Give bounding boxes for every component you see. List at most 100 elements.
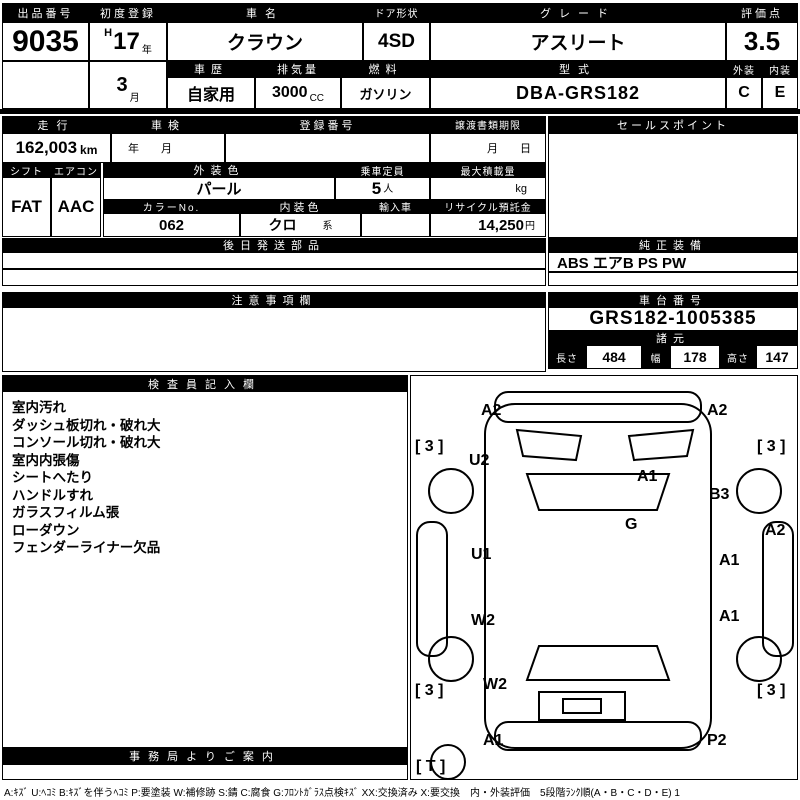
damage-marker: A2 xyxy=(481,402,502,419)
sales-point-box xyxy=(548,133,798,238)
damage-marker: B3 xyxy=(709,486,730,503)
recycle-deposit-unit: 円 xyxy=(525,221,535,232)
damage-marker: P2 xyxy=(707,732,727,749)
sales-point-label: セールスポイント xyxy=(548,116,798,133)
spec-width-label: 幅 xyxy=(642,345,670,369)
history-label: 車歴 xyxy=(167,61,255,77)
exterior-color: パール xyxy=(103,177,335,200)
rear-bumper xyxy=(494,721,702,751)
color-no: 062 xyxy=(103,213,240,237)
mileage-value-cell: 162,003 km xyxy=(2,133,111,163)
damage-marker: [ 3 ] xyxy=(415,682,444,699)
damage-marker: U2 xyxy=(469,452,490,469)
later-parts-row-1 xyxy=(2,252,546,269)
capacity-value: 5 xyxy=(371,178,382,198)
wheel-front-left xyxy=(428,468,474,514)
auction-no: 9035 xyxy=(2,22,89,61)
spec-height: 147 xyxy=(756,345,798,369)
hood-vent-right xyxy=(627,428,695,462)
aircon-label: エアコン xyxy=(51,163,101,177)
right-side-panel xyxy=(762,521,794,657)
door-shape: 4SD xyxy=(363,22,430,61)
damage-marker: [ 3 ] xyxy=(757,682,786,699)
inspection-item: フェンダーライナー欠品 xyxy=(12,540,161,555)
aircon-value: AAC xyxy=(51,177,101,237)
payload-label: 最大積載量 xyxy=(430,163,546,177)
score: 3.5 xyxy=(726,22,798,61)
damage-legend: A:ｷｽﾞ U:ﾍｺﾐ B:ｷｽﾞを伴うﾍｺﾐ P:要塗装 W:補修跡 S:錆 … xyxy=(4,788,680,799)
color-no-label: カラーNo. xyxy=(103,200,240,213)
auction-no-label: 出品番号 xyxy=(2,3,89,22)
capacity-label: 乗車定員 xyxy=(335,163,430,177)
damage-marker: A1 xyxy=(719,552,740,569)
payload-cell: kg xyxy=(430,177,546,200)
first-reg-year-unit: 年 xyxy=(141,45,152,56)
rear-window xyxy=(525,645,671,681)
interior-grade-label: 内装 xyxy=(762,61,798,77)
oem-equipment: ABS エアB PS PW xyxy=(548,252,798,272)
fuel-label: 燃料 xyxy=(341,61,430,77)
grade: アスリート xyxy=(430,22,726,61)
damage-marker: [ 3 ] xyxy=(757,438,786,455)
trunk-plate-area xyxy=(538,691,626,721)
displacement-unit: CC xyxy=(309,93,325,104)
first-reg-year-cell: H 17 年 xyxy=(89,22,167,61)
inspection-item: シートへたり xyxy=(12,470,93,485)
later-parts-row-2 xyxy=(2,269,546,286)
first-reg-year: 17 xyxy=(113,27,140,55)
wheel-rear-right xyxy=(736,636,782,682)
car-name: クラウン xyxy=(167,22,363,61)
shift-value: FAT xyxy=(2,177,51,237)
interior-grade: E xyxy=(762,77,798,109)
spec-width: 178 xyxy=(670,345,720,369)
inspection-list: 室内汚れダッシュ板切れ・破れ大コンソール切れ・破れ大室内内張傷シートへたりハンド… xyxy=(12,399,396,557)
interior-color: クロ xyxy=(268,217,297,233)
damage-marker: W2 xyxy=(471,612,495,629)
damage-marker: G xyxy=(625,516,638,533)
shift-label: シフト xyxy=(2,163,51,177)
wheel-front-right xyxy=(736,468,782,514)
inspection-item: 室内内張傷 xyxy=(12,452,80,468)
inspection-item: 室内汚れ xyxy=(12,400,66,415)
first-reg-month-unit: 月 xyxy=(129,93,140,104)
car-name-label: 車名 xyxy=(167,3,363,22)
registration-no-label: 登録番号 xyxy=(225,116,430,133)
displacement-cell: 3000 CC xyxy=(255,77,341,109)
inspection-item: ローダウン xyxy=(12,522,80,538)
hood-vent-left xyxy=(515,428,583,462)
damage-marker: [ T ] xyxy=(416,758,446,775)
recycle-deposit-cell: 14,250 円 xyxy=(430,213,546,237)
divider-band xyxy=(0,109,800,114)
recycle-deposit-label: リサイクル預託金 xyxy=(430,200,546,213)
chassis-no: GRS182-1005385 xyxy=(548,307,798,331)
transfer-deadline-label: 譲渡書類期限 xyxy=(430,116,546,133)
office-notice-label: 事務局よりご案内 xyxy=(2,747,408,765)
fuel: ガソリン xyxy=(341,77,430,109)
spec-label: 諸元 xyxy=(548,331,798,345)
grade-label: グレード xyxy=(430,3,726,22)
inspection-value: 年 月 xyxy=(111,133,225,163)
damage-marker: A2 xyxy=(765,522,786,539)
import-label: 輸入車 xyxy=(361,200,430,213)
damage-marker: A1 xyxy=(719,608,740,625)
inspector-label: 検査員記入欄 xyxy=(2,375,408,392)
spec-height-label: 高さ xyxy=(720,345,756,369)
damage-marker: W2 xyxy=(483,676,507,693)
first-reg-era: H xyxy=(104,27,113,39)
windshield xyxy=(525,473,671,511)
damage-marker: A2 xyxy=(707,402,728,419)
mileage-value: 162,003 xyxy=(15,138,78,157)
inspection-item: ガラスフィルム張 xyxy=(12,505,120,520)
displacement: 3000 xyxy=(271,84,308,101)
door-shape-label: ドア形状 xyxy=(363,3,430,22)
displacement-label: 排気量 xyxy=(255,61,341,77)
car-diagram xyxy=(416,391,794,779)
interior-color-suffix: 系 xyxy=(322,221,333,232)
inspection-label: 車検 xyxy=(111,116,225,133)
auction-no-blank-cell xyxy=(2,61,89,109)
inspection-item: ダッシュ板切れ・破れ大 xyxy=(12,417,161,433)
inspection-item: ハンドルすれ xyxy=(12,487,93,503)
